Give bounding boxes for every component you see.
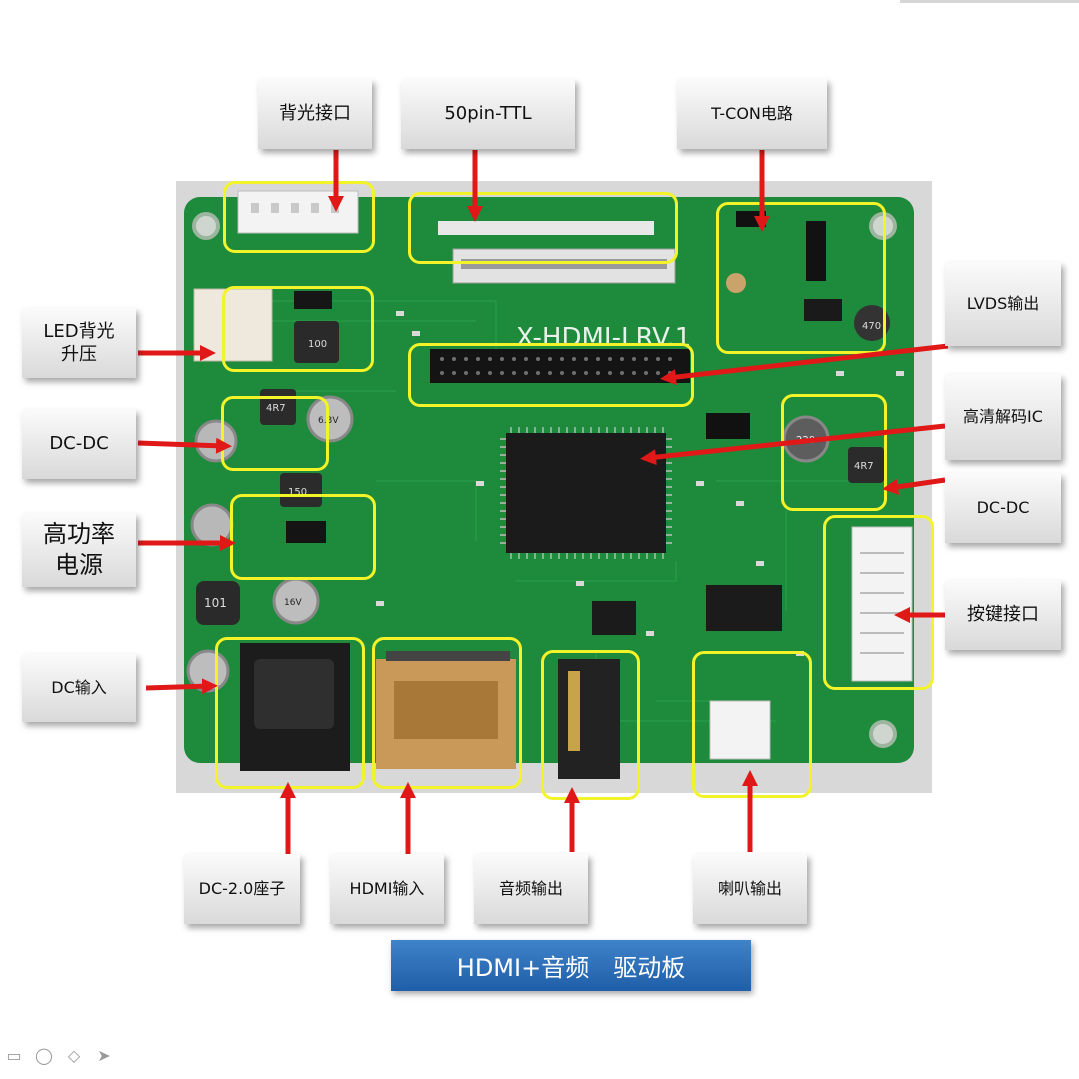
label-backlight-connector: 背光接口 bbox=[258, 79, 372, 149]
svg-text:4R7: 4R7 bbox=[266, 403, 286, 414]
highlight-ttl bbox=[408, 192, 678, 264]
arrow-lvds bbox=[660, 343, 949, 386]
label-high-power-supply: 高功率 电源 bbox=[22, 513, 136, 587]
arrow-decoder bbox=[640, 423, 946, 466]
label-tcon-circuit: T-CON电路 bbox=[677, 79, 827, 149]
highlight-backlight bbox=[223, 181, 375, 253]
label-dcdc-left: DC-DC bbox=[22, 409, 136, 479]
label-dc-input: DC输入 bbox=[22, 654, 136, 722]
diagram-title: HDMI+音频 驱动板 bbox=[391, 940, 751, 991]
label-hdmi-input: HDMI输入 bbox=[330, 854, 444, 924]
pcb-board-image: 100 X-HDMI-LRV.1 470 220 4R7 4R7 6.3V bbox=[176, 181, 932, 793]
arrow-dcdc-left bbox=[137, 437, 232, 454]
label-dcdc-right: DC-DC bbox=[945, 473, 1061, 543]
label-audio-output: 音频输出 bbox=[474, 854, 588, 924]
label-led-backlight-boost: LED背光 升压 bbox=[22, 308, 136, 378]
arrow-dc-input bbox=[145, 678, 218, 695]
label-lvds-output: LVDS输出 bbox=[945, 262, 1061, 346]
label-50pin-ttl: 50pin-TTL bbox=[401, 79, 575, 149]
svg-text:150: 150 bbox=[288, 487, 307, 498]
highlight-hdmi bbox=[372, 637, 522, 789]
label-button-connector: 按键接口 bbox=[945, 580, 1061, 650]
eraser-icon[interactable]: ▭ bbox=[6, 1046, 22, 1065]
highlight-buttons bbox=[823, 515, 934, 690]
svg-text:16V: 16V bbox=[284, 598, 302, 608]
label-dc-jack: DC-2.0座子 bbox=[184, 854, 300, 924]
board-silkscreen: X-HDMI-LRV.1 bbox=[516, 323, 691, 353]
highlight-led-boost bbox=[222, 286, 374, 372]
svg-text:470: 470 bbox=[862, 321, 881, 332]
annotation-toolbar: ▭ ◯ ◇ ➤ bbox=[4, 1046, 114, 1066]
pointer-icon[interactable]: ➤ bbox=[97, 1046, 111, 1065]
svg-text:4R7: 4R7 bbox=[854, 461, 874, 472]
highlight-audio bbox=[541, 650, 640, 800]
label-speaker-output: 喇叭输出 bbox=[693, 854, 807, 924]
highlight-tcon bbox=[716, 202, 886, 354]
lasso-icon[interactable]: ◯ bbox=[35, 1046, 53, 1065]
arrow-dcdc-right bbox=[882, 477, 946, 495]
top-edge-strip bbox=[900, 0, 1079, 3]
svg-text:100: 100 bbox=[308, 339, 327, 350]
label-hd-decoder-ic: 高清解码IC bbox=[945, 374, 1061, 460]
svg-text:101: 101 bbox=[204, 596, 227, 610]
highlight-dcdc-right bbox=[781, 394, 887, 511]
highlight-dcdc-left bbox=[221, 396, 329, 471]
highlighter-icon[interactable]: ◇ bbox=[67, 1046, 81, 1065]
